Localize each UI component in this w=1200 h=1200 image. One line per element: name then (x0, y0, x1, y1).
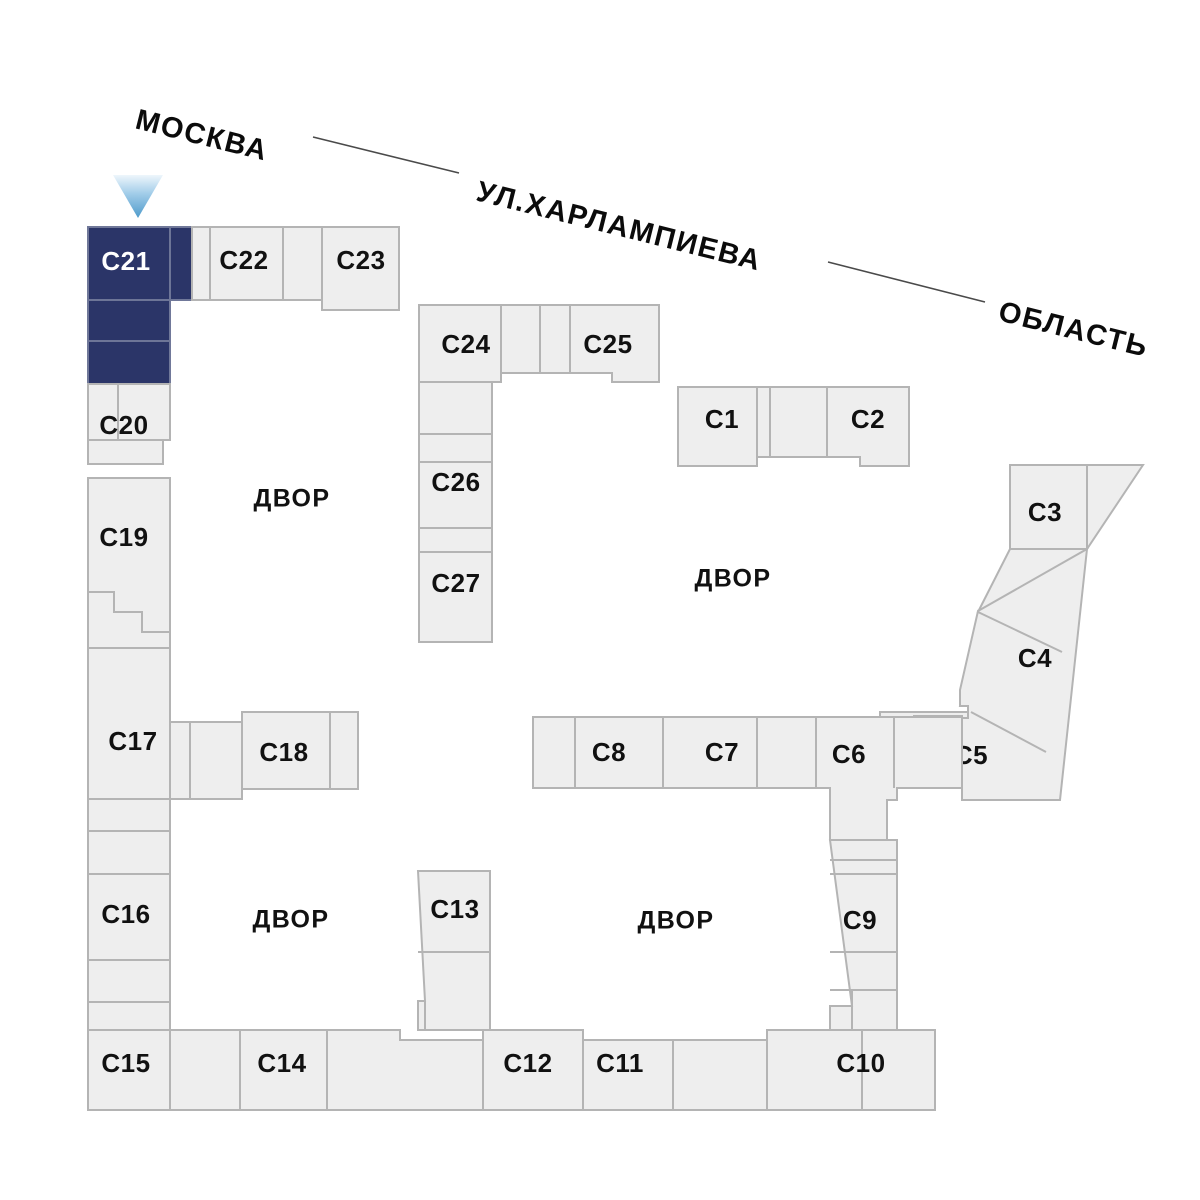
building-shape-c27[interactable] (418, 527, 493, 643)
building-divider-c18 (241, 712, 331, 789)
building-label-c16: C16 (101, 899, 150, 929)
selected-building-marker-icon[interactable] (113, 175, 163, 218)
wedge-shape-lower[interactable] (959, 547, 1089, 801)
building-group-c3[interactable]: C3 (1009, 464, 1145, 550)
building-label-c12: C12 (503, 1048, 552, 1078)
building-divider-c13 (418, 951, 490, 1030)
building-group-c23[interactable]: C23 (321, 226, 400, 311)
building-label-c1: C1 (705, 404, 739, 434)
yard-label-northeast: ДВОР (695, 565, 772, 593)
building-divider-c2 (769, 387, 828, 457)
direction-label-moscow: МОСКВА (132, 104, 271, 168)
building-label-c19: C19 (99, 522, 148, 552)
building-group-c26[interactable]: C26 (418, 381, 493, 529)
building-divider-c21 (88, 227, 171, 342)
building-group-c9[interactable]: C9 (828, 839, 898, 1031)
building-label-c10: C10 (836, 1048, 885, 1078)
direction-label-oblast: ОБЛАСТЬ (995, 296, 1151, 364)
building-label-c13: C13 (430, 894, 479, 924)
building-shape-c19[interactable] (87, 477, 171, 649)
building-label-c22: C22 (219, 245, 268, 275)
building-group-c13[interactable]: C13 (416, 870, 491, 1031)
building-label-c6: C6 (832, 739, 866, 769)
building-divider-c25 (539, 305, 571, 373)
building-label-c20: C20 (99, 410, 148, 440)
building-group-c27[interactable]: C27 (418, 527, 493, 643)
building-label-c8: C8 (592, 737, 626, 767)
building-group-c25[interactable]: C25 (500, 304, 660, 383)
building-label-c11: C11 (596, 1048, 644, 1078)
building-label-c27: C27 (431, 568, 480, 598)
building-label-c21: C21 (101, 246, 150, 276)
yard-label-northwest: ДВОР (254, 485, 331, 513)
building-group-c16[interactable]: C16 (87, 798, 171, 1031)
wedge-divider-c4-c5 (970, 611, 1063, 753)
building-shape-c17[interactable] (87, 647, 191, 800)
leader-line-left (312, 136, 460, 174)
building-shape-c9[interactable] (828, 839, 898, 1031)
building-group-c18[interactable]: C18 (189, 711, 359, 800)
building-group-c17[interactable]: C17 (87, 647, 191, 800)
building-label-c4-dup: C4 (1018, 643, 1052, 673)
building-group-c24[interactable]: C24 (418, 304, 502, 383)
building-label-c25: C25 (583, 329, 632, 359)
building-label-c2: C2 (851, 404, 885, 434)
building-shape-c1[interactable] (677, 386, 758, 467)
building-divider-c22 (209, 227, 284, 300)
building-label-c7: C7 (705, 737, 739, 767)
building-divider-bottom-row (169, 1030, 863, 1110)
building-divider-c26 (419, 433, 492, 463)
building-shape-c25[interactable] (500, 304, 660, 383)
building-label-c23: C23 (336, 245, 385, 275)
building-label-c24: C24 (441, 329, 490, 359)
building-divider-c16 (88, 830, 170, 1003)
building-label-c14: C14 (257, 1048, 306, 1078)
building-shape-c2[interactable] (756, 386, 910, 467)
building-group-c19[interactable]: C19 (87, 477, 171, 649)
building-group-c2[interactable]: C2 (756, 386, 910, 467)
building-divider-c19 (88, 591, 170, 633)
yard-label-southeast: ДВОР (638, 907, 715, 935)
building-shape-c26[interactable] (418, 381, 493, 529)
building-label-c17: C17 (108, 726, 157, 756)
leader-line-right (827, 261, 986, 303)
building-label-c26: C26 (431, 467, 480, 497)
building-group-c1[interactable]: C1 (677, 386, 758, 467)
right-wedge-outline: C4 C5 (954, 547, 1089, 801)
building-label-c3: C3 (1028, 497, 1062, 527)
building-group-bottom-row[interactable]: C15 C14 C12 C11 C10 (87, 1029, 936, 1111)
yard-label-southwest: ДВОР (253, 906, 330, 934)
building-divider-c20 (88, 384, 163, 441)
building-group-c6[interactable]: C6 C7 C8 (532, 716, 963, 841)
building-group-c20[interactable]: C20 (87, 383, 171, 465)
building-label-c18: C18 (259, 737, 308, 767)
building-divider-c9 (830, 859, 897, 1030)
building-group-c21[interactable]: C21 (87, 226, 193, 385)
building-shape-c24[interactable] (418, 304, 502, 383)
building-label-c15: C15 (101, 1048, 150, 1078)
building-shape-c6[interactable] (532, 716, 963, 841)
street-label-kharlampieva: УЛ.ХАРЛАМПИЕВА (473, 176, 765, 278)
building-label-c9: C9 (843, 905, 877, 935)
building-group-c22[interactable]: C22 (191, 226, 323, 301)
building-shape-c23[interactable] (321, 226, 400, 311)
building-divider-row (574, 717, 895, 788)
